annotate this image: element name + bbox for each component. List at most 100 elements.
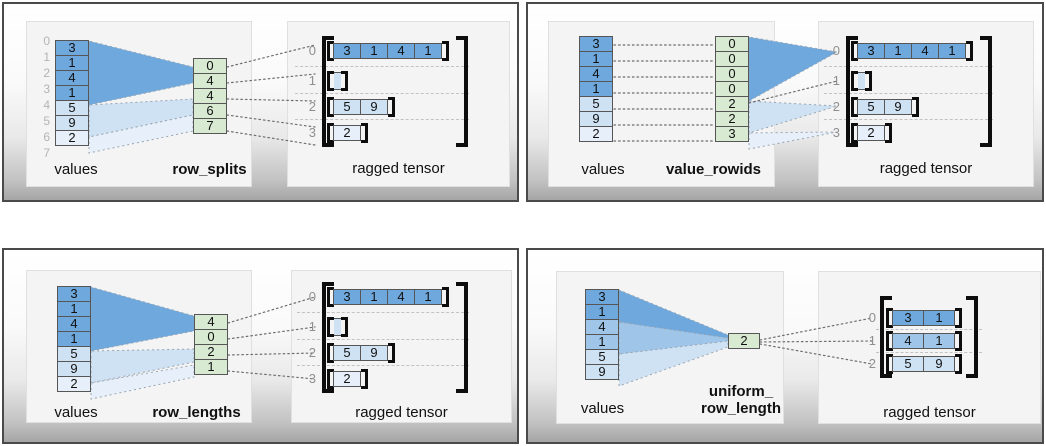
row-index-label: 0 xyxy=(832,43,840,58)
tensor-cell: 4 xyxy=(892,333,924,349)
bracket-right-icon xyxy=(341,71,348,91)
boundary-index-label: 5 xyxy=(43,114,50,128)
values-label: values xyxy=(581,161,625,178)
values-cell: 5 xyxy=(585,349,619,365)
wedge-dark xyxy=(618,289,729,342)
row-index-label: 0 xyxy=(308,289,316,304)
boundary-index-label: 7 xyxy=(43,146,50,160)
tensor-cell: 9 xyxy=(884,99,912,115)
bracket-right-icon xyxy=(885,123,892,143)
outer-bracket-left xyxy=(322,282,334,393)
tensor-cell: 3 xyxy=(857,43,885,59)
panel-value-rowids: 3 1 4 1 5 9 2 0 0 0 0 2 2 3 values value… xyxy=(526,2,1044,202)
tensor-cell: 4 xyxy=(911,43,939,59)
values-cell: 3 xyxy=(585,289,619,305)
values-column: 3 1 4 1 5 9 xyxy=(585,289,619,380)
tensor-row: 4 1 xyxy=(886,331,962,351)
wedge-light xyxy=(618,340,729,387)
tensor-row: 2 xyxy=(327,369,368,389)
row-separator xyxy=(824,93,993,94)
tensor-cell: 1 xyxy=(923,333,955,349)
boundary-index-label: 2 xyxy=(43,66,50,80)
tensor-cell: 5 xyxy=(892,356,924,372)
values-cell: 5 xyxy=(57,346,91,362)
values-cell: 1 xyxy=(579,51,613,67)
panel-row-splits: 0 1 2 3 4 5 6 7 3 1 4 1 5 9 2 0 4 4 6 7 … xyxy=(2,2,519,202)
values-cell: 2 xyxy=(55,130,89,146)
tensor-cell: 9 xyxy=(923,356,955,372)
values-cell: 9 xyxy=(585,364,619,380)
value-rowids-cell: 0 xyxy=(715,66,749,82)
bracket-left-icon xyxy=(327,287,334,307)
tensor-cell: 9 xyxy=(360,99,388,115)
tensor-row: 5 9 xyxy=(327,97,395,117)
value-rowids-cell: 0 xyxy=(715,36,749,52)
row-lengths-cell: 0 xyxy=(194,329,228,345)
row-lengths-cell: 2 xyxy=(194,344,228,360)
bracket-right-icon xyxy=(388,97,395,117)
bracket-right-icon xyxy=(955,331,962,351)
values-cell: 5 xyxy=(579,96,613,112)
values-cell: 1 xyxy=(55,85,89,101)
bracket-left-icon xyxy=(327,123,334,143)
row-splits-title: row_splits xyxy=(172,161,247,178)
wedge-dark xyxy=(88,40,194,106)
bracket-right-icon xyxy=(955,354,962,374)
bracket-left-icon xyxy=(327,343,334,363)
row-lengths-cell: 4 xyxy=(194,314,228,330)
row-separator xyxy=(297,312,469,313)
bracket-right-icon xyxy=(341,317,348,337)
tensor-row: 3 1 xyxy=(886,308,962,328)
row-lengths-column: 4 0 2 1 xyxy=(194,314,228,375)
bracket-right-icon xyxy=(865,71,872,91)
row-index-label: 1 xyxy=(308,319,316,334)
connector-layer xyxy=(618,289,873,387)
value-rowids-cell: 3 xyxy=(715,126,749,142)
wedge-light xyxy=(88,98,194,138)
tensor-cell: 1 xyxy=(923,310,955,326)
tensor-cell: 3 xyxy=(333,289,361,305)
bracket-right-icon xyxy=(388,343,395,363)
row-index-label: 3 xyxy=(832,125,840,140)
outer-bracket-right xyxy=(456,282,468,393)
row-separator xyxy=(295,119,469,120)
row-index-label: 2 xyxy=(832,99,840,114)
row-index-label: 1 xyxy=(868,333,876,348)
values-cell: 9 xyxy=(57,361,91,377)
uniform-row-length-title: uniform_ row_length xyxy=(671,383,811,417)
values-cell: 5 xyxy=(55,100,89,116)
wedge-pale xyxy=(88,114,194,154)
value-rowids-cell: 0 xyxy=(715,81,749,97)
ragged-tensor-label: ragged tensor xyxy=(883,404,976,421)
tensor-row-empty xyxy=(851,71,872,91)
tensor-cell: 1 xyxy=(360,43,388,59)
wedge-light xyxy=(90,348,195,384)
row-separator xyxy=(876,352,982,353)
tensor-cell: 1 xyxy=(414,289,442,305)
tensor-row: 5 9 xyxy=(327,343,395,363)
values-column: 3 1 4 1 5 9 2 xyxy=(57,286,91,392)
wedge-dark xyxy=(90,286,195,352)
values-label: values xyxy=(54,161,98,178)
tensor-row: 2 xyxy=(851,123,892,143)
tensor-cell: 1 xyxy=(884,43,912,59)
ragged-tensor-label: ragged tensor xyxy=(879,160,973,177)
uniform-row-length-title-line2: row_length xyxy=(700,400,781,417)
values-cell: 1 xyxy=(55,55,89,71)
values-label: values xyxy=(580,400,625,417)
value-rowids-cell: 2 xyxy=(715,111,749,127)
values-cell: 4 xyxy=(57,316,91,332)
bracket-right-icon xyxy=(912,97,919,117)
ragged-tensor-label: ragged tensor xyxy=(355,404,448,421)
panel-uniform-row-length: 3 1 4 1 5 9 2 values uniform_ row_length… xyxy=(526,248,1044,444)
bracket-left-icon xyxy=(327,41,334,61)
values-cell: 1 xyxy=(57,331,91,347)
tensor-cell: 1 xyxy=(414,43,442,59)
values-cell: 4 xyxy=(585,319,619,335)
tensor-row-empty xyxy=(327,317,348,337)
bracket-left-icon xyxy=(851,71,858,91)
row-index-label: 2 xyxy=(308,345,316,360)
bracket-left-icon xyxy=(327,71,334,91)
tensor-cell: 2 xyxy=(333,371,361,387)
